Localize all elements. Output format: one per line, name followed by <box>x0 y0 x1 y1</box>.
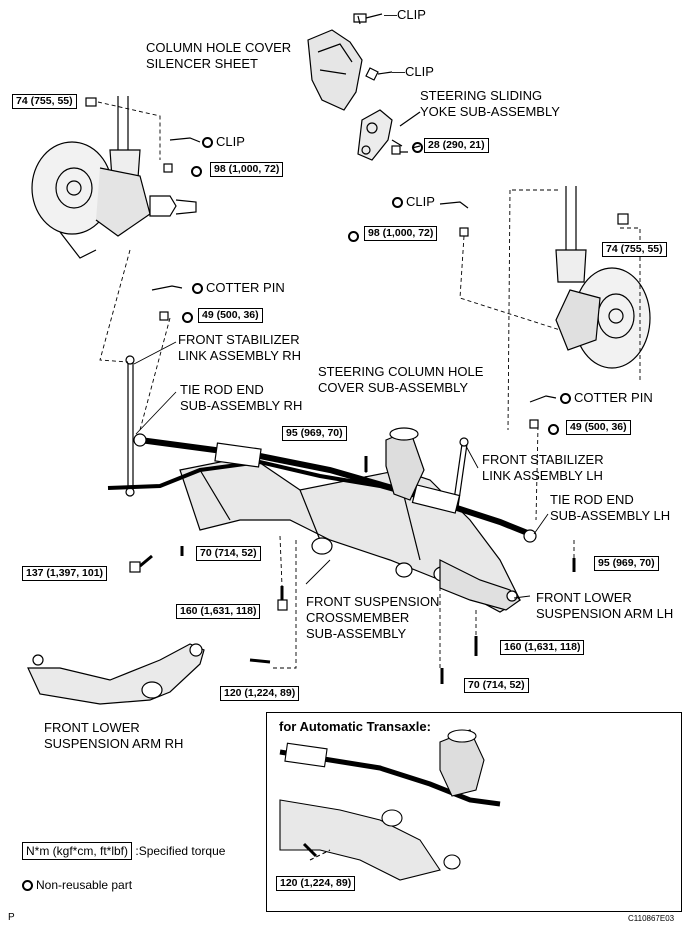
non-reusable-icon <box>191 166 202 177</box>
torque-74-left: 74 (755, 55) <box>12 94 77 109</box>
automatic-transaxle-inset: for Automatic Transaxle: <box>266 712 682 912</box>
torque-49-right: 49 (500, 36) <box>566 420 631 435</box>
torque-70-left: 70 (714, 52) <box>196 546 261 561</box>
torque-160-left: 160 (1,631, 118) <box>176 604 261 619</box>
torque-160-right: 160 (1,631, 118) <box>500 640 585 655</box>
torque-120: 120 (1,224, 89) <box>220 686 300 701</box>
front-stabilizer-lh-label: FRONT STABILIZER LINK ASSEMBLY LH <box>482 452 604 483</box>
tie-rod-end-lh-label: TIE ROD END SUB-ASSEMBLY LH <box>550 492 671 523</box>
front-lower-arm-lh-label: FRONT LOWER SUSPENSION ARM LH <box>536 590 674 621</box>
legend-torque-text: :Specified torque <box>135 844 226 858</box>
legend-torque-box: N*m (kgf*cm, ft*lbf) <box>22 842 133 860</box>
steering-column-hole-cover-label: STEERING COLUMN HOLE COVER SUB-ASSEMBLY <box>318 364 484 395</box>
torque-95-center: 95 (969, 70) <box>282 426 347 441</box>
clip-label-right: CLIP <box>392 194 435 210</box>
pins-shape <box>151 137 557 403</box>
silencer-sheet-shape <box>307 13 393 111</box>
non-reusable-icon <box>560 393 571 404</box>
non-reusable-icon <box>548 424 559 435</box>
footer-code: C110867E03 <box>628 914 675 923</box>
front-lower-arm-rh-label: FRONT LOWER SUSPENSION ARM RH <box>44 720 184 751</box>
non-reusable-icon <box>392 197 403 208</box>
footer-left: P <box>8 912 15 923</box>
non-reusable-icon <box>182 312 193 323</box>
knuckle-lh-shape <box>555 186 651 369</box>
sliding-yoke-shape <box>357 109 421 161</box>
legend-nonreusable: Non-reusable part <box>22 878 132 892</box>
non-reusable-icon <box>348 231 359 242</box>
non-reusable-icon <box>202 137 213 148</box>
front-stabilizer-rh-label: FRONT STABILIZER LINK ASSEMBLY RH <box>178 332 302 363</box>
torque-137: 137 (1,397, 101) <box>22 566 108 581</box>
bolts-shape <box>129 145 576 684</box>
steering-sliding-yoke-label: STEERING SLIDING YOKE SUB-ASSEMBLY <box>420 88 560 119</box>
inset-title: for Automatic Transaxle: <box>279 719 431 734</box>
column-hole-cover-label: COLUMN HOLE COVER SILENCER SHEET <box>146 40 292 71</box>
torque-70-right: 70 (714, 52) <box>464 678 529 693</box>
torque-98-left: 98 (1,000, 72) <box>210 162 284 177</box>
torque-95-right: 95 (969, 70) <box>594 556 659 571</box>
lower-arm-lh-shape <box>439 559 521 611</box>
legend-nonreusable-text: Non-reusable part <box>36 878 133 892</box>
torque-28: 28 (290, 21) <box>424 138 489 153</box>
inset-drawing <box>279 729 501 881</box>
clip-label-top: —CLIP <box>384 7 426 22</box>
clip-label-left: CLIP <box>202 134 245 150</box>
non-reusable-icon <box>22 880 33 891</box>
torque-49-left: 49 (500, 36) <box>198 308 263 323</box>
torque-74-right: 74 (755, 55) <box>602 242 667 257</box>
non-reusable-icon <box>412 142 423 153</box>
legend-torque: N*m (kgf*cm, ft*lbf) :Specified torque <box>22 842 226 860</box>
tie-rod-end-rh-label: TIE ROD END SUB-ASSEMBLY RH <box>180 382 303 413</box>
torque-120-inset: 120 (1,224, 89) <box>276 876 356 891</box>
cotter-pin-label-right: COTTER PIN <box>560 390 653 406</box>
front-suspension-crossmember-label: FRONT SUSPENSION CROSSMEMBER SUB-ASSEMBL… <box>306 594 440 641</box>
torque-98-right: 98 (1,000, 72) <box>364 226 438 241</box>
lower-arm-rh-shape <box>27 643 205 705</box>
non-reusable-icon <box>192 283 203 294</box>
knuckle-rh-shape <box>31 96 197 259</box>
steering-rack-shape <box>133 427 537 543</box>
clip-label-mid: —CLIP <box>392 64 434 79</box>
cotter-pin-label-left: COTTER PIN <box>192 280 285 296</box>
